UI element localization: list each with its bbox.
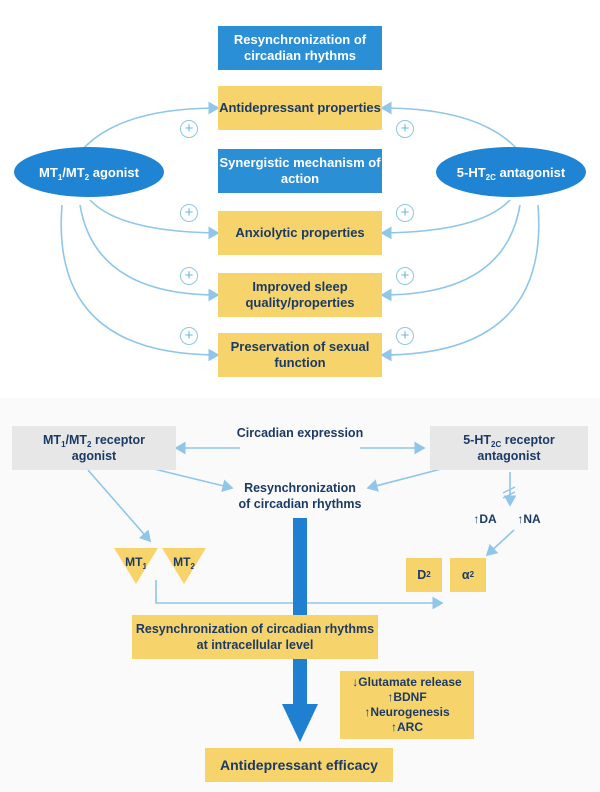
intracellular-resync-box: Resynchronization of circadian rhythms a… [132,615,378,659]
effect-item: ↑Neurogenesis [364,705,450,719]
arrow-left-sexual [60,204,220,362]
inhibition-mark-2 [502,491,516,499]
main-pathway-arrowhead [282,704,318,742]
arrow-left-sleep [79,204,220,302]
na-label: ↑NA [517,512,541,526]
synergistic-box: Synergistic mechanism of action [218,149,382,193]
plus-icon: + [396,327,414,345]
arrow-agonist-resync [149,467,234,492]
ht2c-receptor-antagonist-box: 5-HT2C receptor antagonist [430,426,588,470]
anxiolytic-box: Anxiolytic properties [218,211,382,255]
arrow-agonist-mt1 [87,469,152,543]
ht2c-receptor-antagonist-text: antagonist [477,449,541,463]
mt-receptor-agonist-box: MT1/MT2 receptor agonist [12,426,176,470]
biological-effects-box: ↓Glutamate release ↑BDNF ↑Neurogenesis ↑… [340,671,474,739]
effect-item: ↑ARC [391,720,423,734]
ht2c-antagonist-label: 5-HT2C antagonist [456,164,566,182]
resync-box: Resynchronization of circadian rhythms [218,26,382,70]
plus-icon: + [180,204,198,222]
circadian-expression-label: Circadian expression [236,426,364,440]
arrow-mt-intracellular [155,580,444,610]
mt-agonist-ellipse: MT1/MT2 agonist [14,147,164,197]
plus-icon: + [180,267,198,285]
arrow-na-alpha2 [485,529,515,557]
resync-label-line2: of circadian rhythms [238,497,362,511]
ht2c-antagonist-ellipse: 5-HT2C antagonist [436,147,586,197]
plus-icon: + [396,204,414,222]
mt-agonist-label: MT1/MT2 agonist [39,164,139,182]
sexual-box: Preservation of sexual function [218,333,382,377]
arrow-left-antidepressant [81,101,220,151]
arrow-right-anxiolytic [380,199,511,240]
arrow-right-antidepressant [380,101,519,151]
antidepressant-box: Antidepressant properties [218,86,382,130]
plus-icon: + [180,120,198,138]
effect-item: ↑BDNF [387,690,427,704]
resync-label-line1: Resynchronization [244,481,356,495]
arrow-antagonist-resync [366,467,446,492]
sleep-box: Improved sleep quality/properties [218,273,382,317]
da-label: ↑DA [473,512,497,526]
inhibition-mark-1 [502,486,516,494]
mt-receptor-agonist-text: agonist [71,449,117,463]
effect-item: ↓Glutamate release [352,675,462,689]
arrow-right-sleep [380,204,521,302]
main-pathway-shaft [293,518,307,706]
plus-icon: + [396,267,414,285]
ht2c-receptor-label: 5-HT2C receptor [463,433,555,449]
mt-receptor-label: MT1/MT2 receptor [43,433,145,449]
plus-icon: + [180,327,198,345]
arrow-left-anxiolytic [89,199,220,240]
antidepressant-efficacy-box: Antidepressant efficacy [205,748,393,782]
arrow-right-sexual [380,204,540,362]
plus-icon: + [396,120,414,138]
